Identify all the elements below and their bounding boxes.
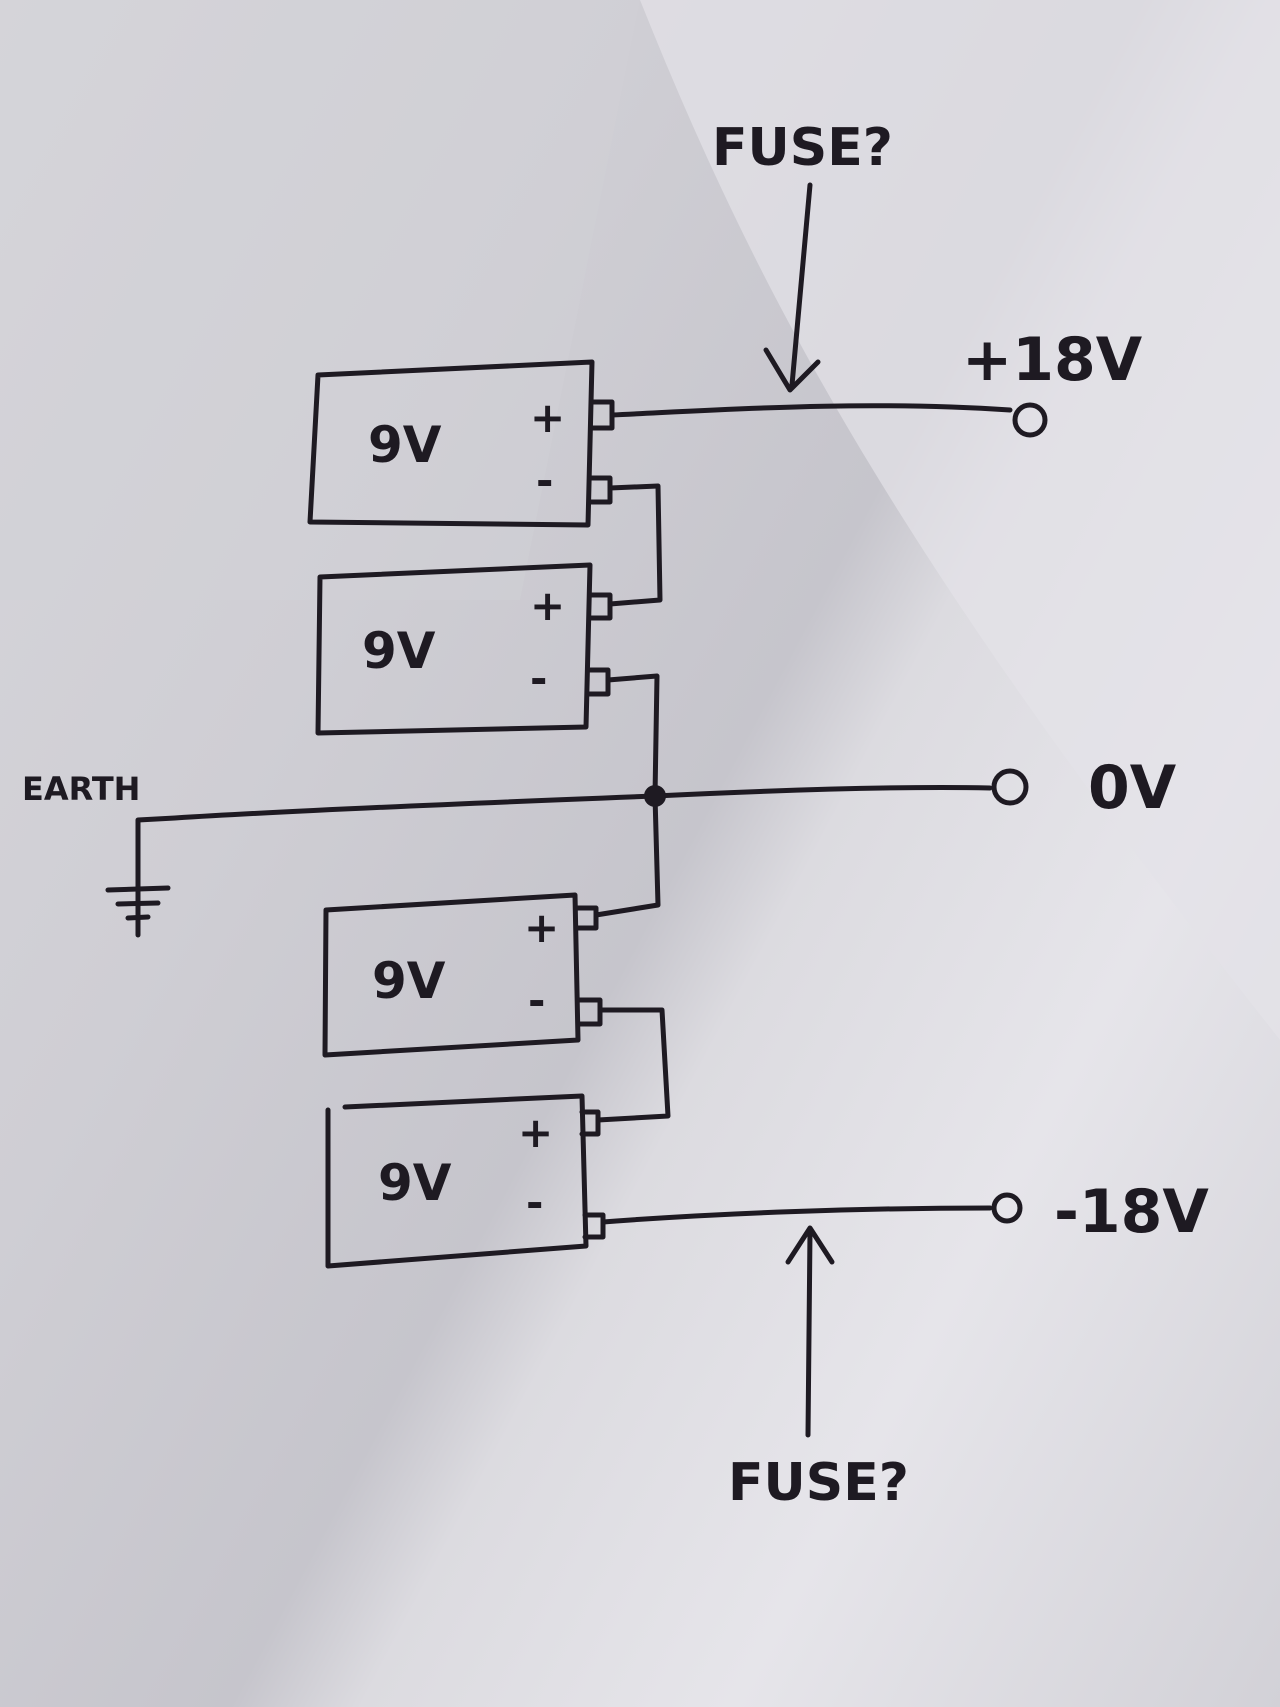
wire-zero-rail bbox=[652, 784, 993, 799]
terminal-positive bbox=[1012, 402, 1048, 438]
battery-1-plus-terminal bbox=[589, 399, 615, 431]
battery-2: 9V + - bbox=[315, 562, 613, 736]
battery-1: 9V + - bbox=[307, 359, 615, 528]
battery-4-minus-sign: - bbox=[526, 1178, 543, 1227]
wire-node-to-battery3 bbox=[593, 793, 661, 918]
battery-2-plus-terminal bbox=[587, 592, 613, 621]
terminal-zero bbox=[991, 768, 1029, 806]
arrow-up-icon bbox=[785, 1225, 835, 1438]
battery-3-body bbox=[322, 892, 581, 1058]
battery-4-plus-sign: + bbox=[518, 1108, 553, 1157]
wire-battery3-to-battery4 bbox=[595, 1007, 671, 1123]
terminal-negative bbox=[991, 1192, 1023, 1224]
battery-4-body bbox=[325, 1093, 589, 1269]
battery-1-label: 9V bbox=[368, 416, 442, 474]
earth-symbol-icon bbox=[105, 885, 171, 938]
battery-3: 9V + - bbox=[322, 892, 603, 1058]
battery-4-label: 9V bbox=[378, 1154, 452, 1212]
battery-1-minus-terminal bbox=[587, 475, 613, 505]
battery-1-body bbox=[307, 359, 595, 528]
arrow-down-icon bbox=[763, 182, 821, 393]
wire-battery1-to-battery2 bbox=[607, 483, 663, 607]
label-negative-rail: -18V bbox=[1054, 1177, 1209, 1247]
battery-4-plus-terminal bbox=[579, 1109, 601, 1137]
label-positive-rail: +18V bbox=[962, 325, 1143, 395]
battery-1-minus-sign: - bbox=[536, 456, 553, 505]
battery-2-minus-terminal bbox=[585, 667, 611, 697]
label-zero-rail: 0V bbox=[1088, 753, 1177, 823]
battery-3-minus-sign: - bbox=[528, 976, 545, 1025]
battery-4: 9V + - bbox=[325, 1093, 606, 1269]
fuse-note-bottom: FUSE? bbox=[728, 1453, 909, 1513]
fuse-note-top: FUSE? bbox=[712, 118, 893, 178]
wire-earth-line bbox=[135, 793, 658, 891]
battery-1-plus-sign: + bbox=[530, 393, 565, 442]
battery-3-minus-terminal bbox=[575, 997, 603, 1027]
battery-3-label: 9V bbox=[372, 952, 446, 1010]
wire-battery2-to-node bbox=[605, 673, 660, 799]
earth-label: EARTH bbox=[22, 770, 140, 808]
battery-2-minus-sign: - bbox=[530, 654, 547, 703]
junction-node bbox=[644, 785, 666, 807]
battery-2-label: 9V bbox=[362, 622, 436, 680]
battery-2-body bbox=[315, 562, 593, 736]
wire-positive-rail bbox=[609, 403, 1013, 418]
battery-3-plus-sign: + bbox=[524, 903, 559, 952]
wire-negative-rail bbox=[600, 1205, 993, 1225]
battery-2-plus-sign: + bbox=[530, 581, 565, 630]
battery-3-plus-terminal bbox=[574, 905, 599, 931]
battery-4-minus-terminal bbox=[582, 1212, 606, 1240]
